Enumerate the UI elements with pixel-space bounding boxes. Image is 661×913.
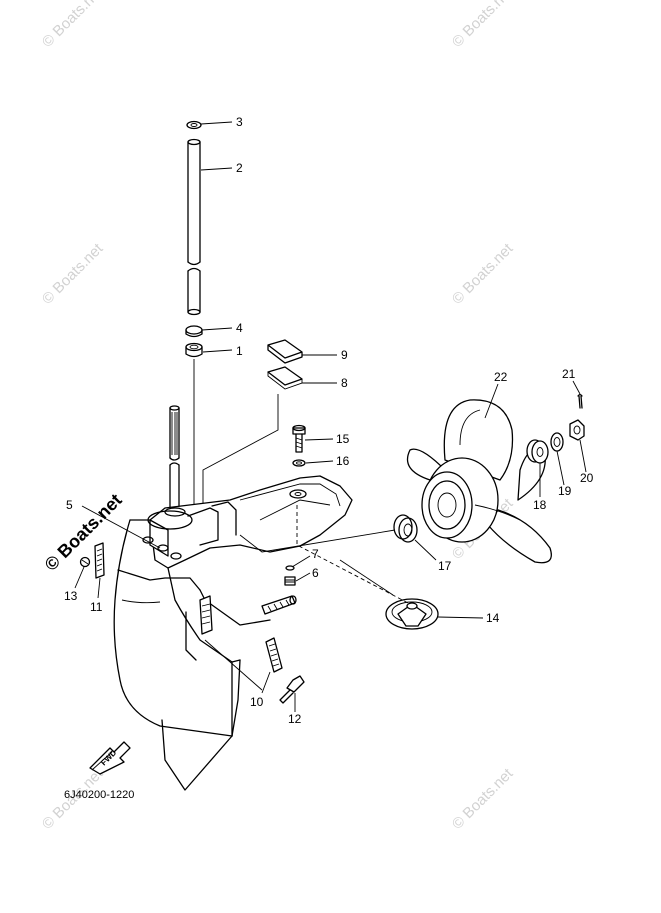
part-18-washer (526, 439, 549, 464)
watermark-bottom-right: © Boats.net (449, 765, 517, 833)
part-14-anode (385, 598, 439, 630)
watermark-mid-right: © Boats.net (449, 240, 517, 308)
shaft-assembly (185, 120, 203, 505)
watermark-mid-left: © Boats.net (39, 240, 107, 308)
part-3-washer (186, 120, 202, 130)
part-8-shim (267, 366, 303, 386)
watermark-top-left: © Boats.net (39, 0, 107, 51)
part-6-screw (284, 576, 296, 586)
part-4-washer (185, 325, 203, 335)
part-19-washer (550, 432, 564, 452)
leader-lines (74, 121, 587, 712)
callout-6: 6 (312, 566, 319, 580)
callout-3: 3 (236, 115, 243, 129)
callout-12: 12 (288, 712, 302, 726)
inlet-cover-assembly (265, 637, 305, 704)
part-2-shaft-upper (187, 141, 201, 263)
shims (202, 339, 303, 505)
callout-18: 18 (533, 498, 547, 512)
diagram-code: 6J40200-1220 (64, 789, 134, 801)
callout-16: 16 (336, 454, 350, 468)
propeller-shaft (261, 595, 297, 615)
callout-9: 9 (341, 348, 348, 362)
callout-10: 10 (250, 695, 264, 709)
part-2-shaft-lower (187, 270, 201, 313)
part-20-nut (569, 419, 585, 441)
callout-5: 5 (66, 498, 73, 512)
part-7-gasket (285, 565, 295, 571)
part-1-bushing (185, 342, 203, 358)
part-2-shaft-top (187, 138, 201, 146)
callout-17: 17 (438, 559, 452, 573)
fwd-arrow-icon: FWD (89, 741, 131, 775)
callout-8: 8 (341, 376, 348, 390)
left-inlet-assembly (79, 542, 105, 579)
part-11-water-inlet-cover (94, 542, 105, 579)
part-17-spacer (393, 514, 418, 543)
part-16-washer (292, 459, 306, 467)
lower-casing (113, 475, 353, 791)
prop-hardware (526, 393, 585, 464)
part-22-propeller (406, 399, 552, 564)
part-21-cotter-pin (577, 393, 583, 409)
part-9-shim (267, 339, 303, 364)
callout-labels: 3 2 4 1 9 8 15 16 5 7 6 10 12 11 13 14 1… (64, 115, 594, 726)
part-13-screw (79, 556, 91, 568)
part-12-screw (279, 675, 305, 704)
callout-11: 11 (90, 600, 103, 614)
drive-shaft (169, 405, 180, 511)
callout-13: 13 (64, 589, 78, 603)
callout-19: 19 (558, 484, 572, 498)
callout-2: 2 (236, 161, 243, 175)
callout-21: 21 (562, 367, 576, 381)
callout-22: 22 (494, 370, 508, 384)
bolt-assembly (292, 424, 306, 467)
callout-4: 4 (236, 321, 243, 335)
part-10-water-inlet-cover (265, 637, 283, 673)
watermark-top-right: © Boats.net (449, 0, 517, 51)
callout-14: 14 (486, 611, 500, 625)
part-15-bolt (292, 424, 306, 453)
drain-screw-assembly (284, 565, 296, 586)
callout-15: 15 (336, 432, 350, 446)
callout-7: 7 (312, 547, 319, 561)
callout-1: 1 (236, 344, 243, 358)
callout-20: 20 (580, 471, 594, 485)
